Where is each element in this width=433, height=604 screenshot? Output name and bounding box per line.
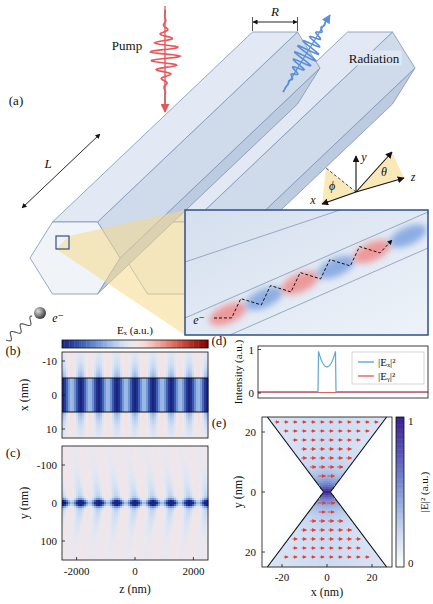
figure: PumpRRadiation(a)Lyϕxθze⁻e⁻Eₓ (a.u.)(b)-… <box>0 0 433 604</box>
